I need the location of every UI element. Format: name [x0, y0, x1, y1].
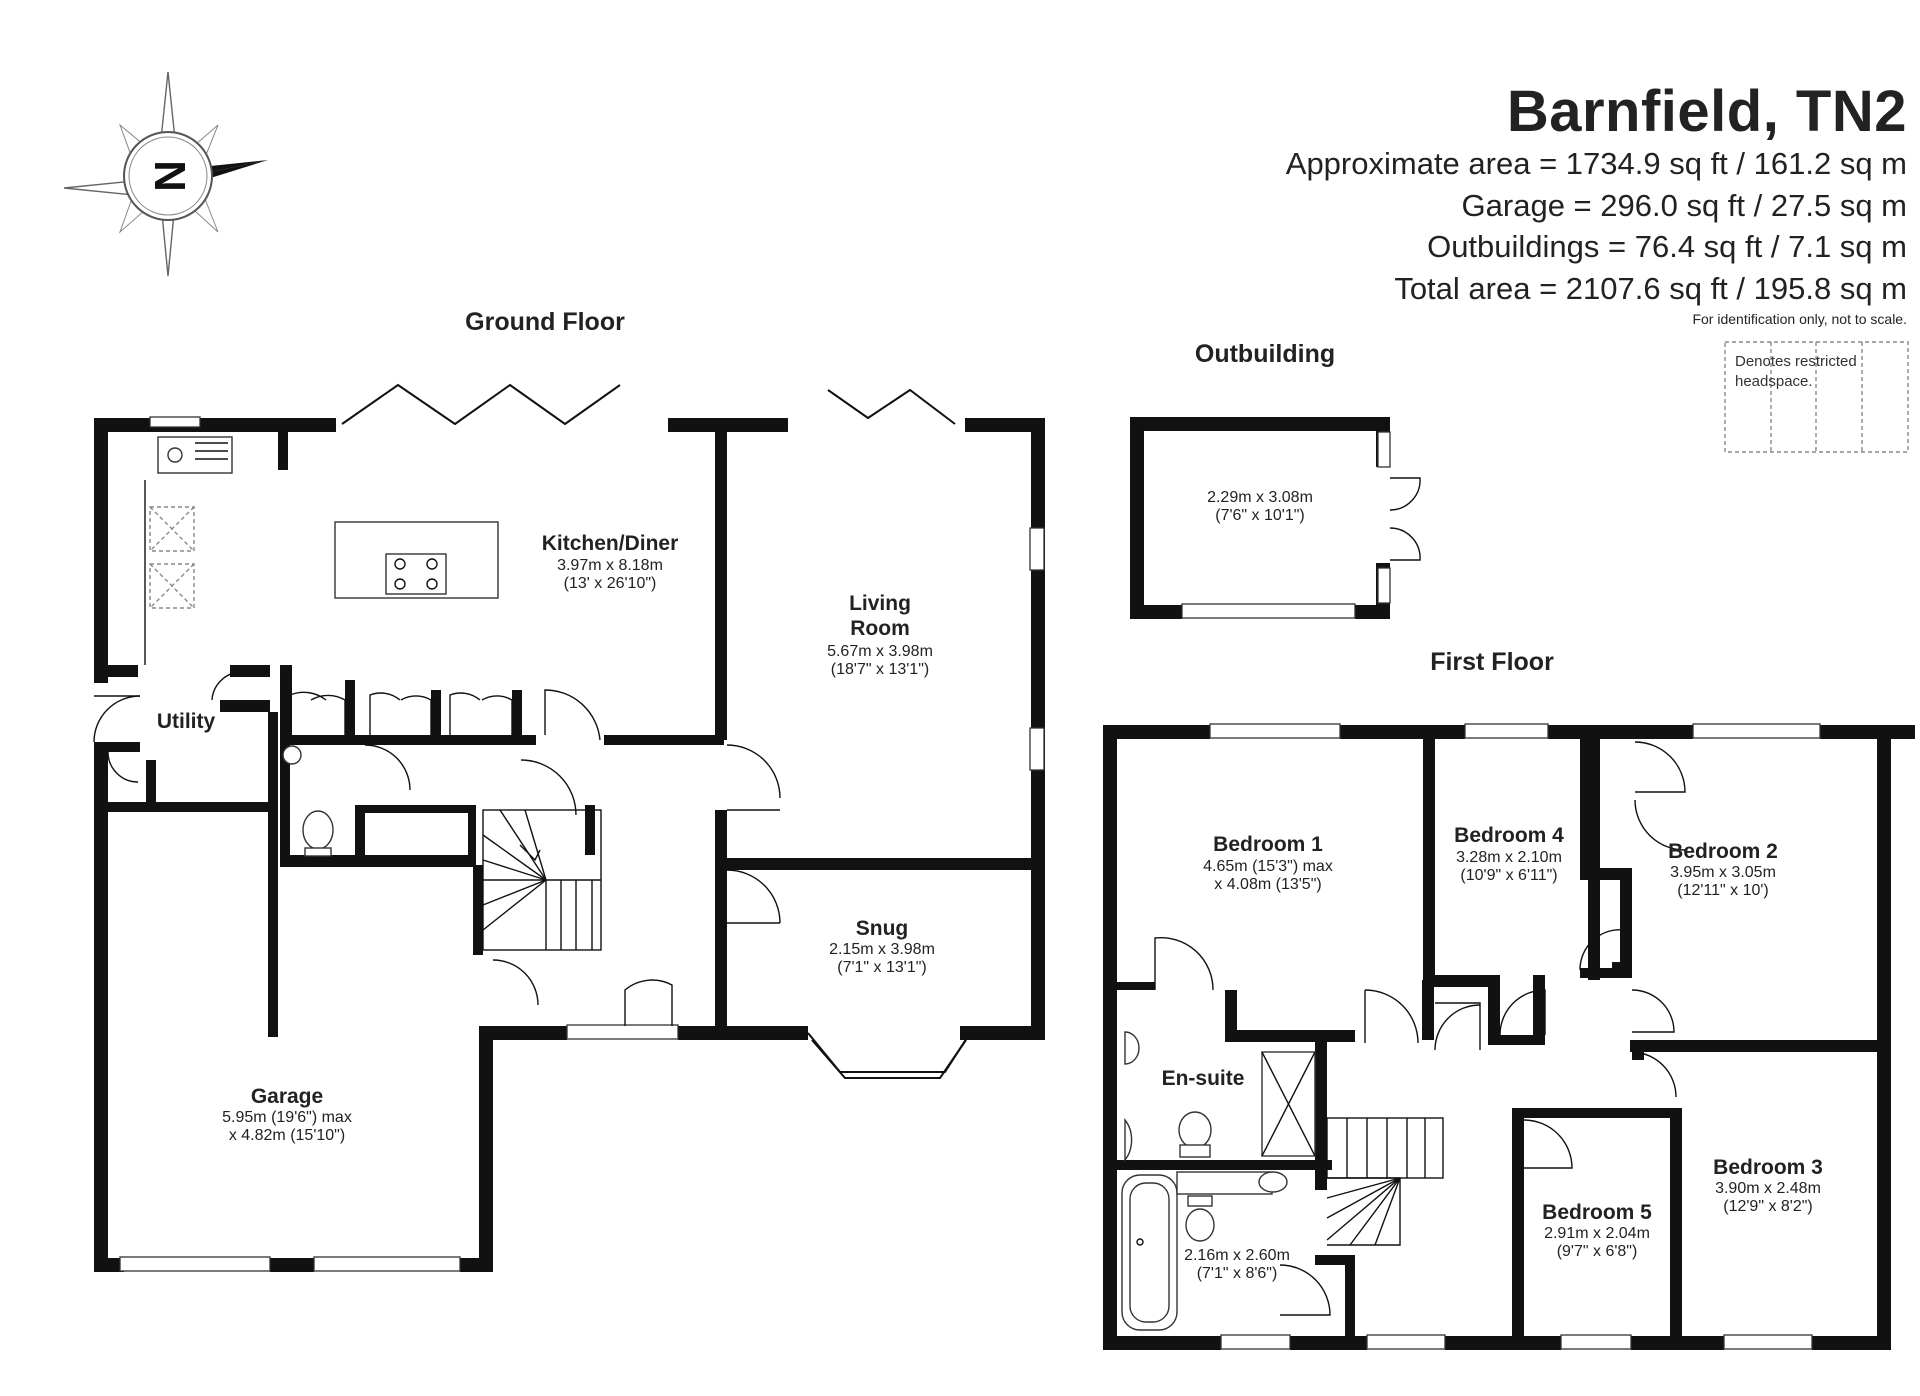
property-title: Barnfield, TN2	[1506, 79, 1907, 144]
bedroom4-dim1: 3.28m x 2.10m	[1456, 849, 1562, 866]
ground-floor-label: Ground Floor	[465, 308, 625, 336]
legend-text-line1: Denotes restricted	[1735, 353, 1857, 370]
bathroom-dim1: 2.16m x 2.60m	[1184, 1247, 1290, 1264]
garage-name: Garage	[251, 1085, 323, 1108]
bedroom4-dim2: (10'9" x 6'11")	[1460, 867, 1557, 884]
utility-name: Utility	[157, 710, 216, 733]
bedroom2-dim1: 3.95m x 3.05m	[1670, 864, 1776, 881]
bedroom2-dim2: (12'11" x 10')	[1677, 882, 1769, 899]
bedroom5-dim1: 2.91m x 2.04m	[1544, 1225, 1650, 1242]
outbuilding-plan	[1130, 417, 1421, 619]
outbuilding-label: Outbuilding	[1195, 340, 1335, 368]
outbuilding-dim1: 2.29m x 3.08m	[1207, 489, 1313, 506]
kitchen-dim1: 3.97m x 8.18m	[557, 557, 663, 574]
living-name2: Room	[850, 617, 910, 640]
living-name1: Living	[849, 592, 911, 615]
bedroom3-dim1: 3.90m x 2.48m	[1715, 1180, 1821, 1197]
scale-note: For identification only, not to scale.	[1692, 311, 1907, 327]
snug-dim1: 2.15m x 3.98m	[829, 941, 935, 958]
bedroom3-name: Bedroom 3	[1713, 1156, 1823, 1179]
garage-dim2: x 4.82m (15'10")	[229, 1127, 345, 1144]
bedroom1-name: Bedroom 1	[1213, 833, 1323, 856]
ground-floor-plan	[93, 383, 1045, 1272]
compass-north-label: N	[146, 160, 195, 192]
living-dim2: (18'7" x 13'1")	[831, 661, 929, 678]
garage-area: Garage = 296.0 sq ft / 27.5 sq m	[1461, 188, 1907, 223]
outbuildings-area: Outbuildings = 76.4 sq ft / 7.1 sq m	[1427, 229, 1907, 264]
bathroom-dim2: (7'1" x 8'6")	[1197, 1265, 1278, 1282]
living-dim1: 5.67m x 3.98m	[827, 643, 933, 660]
kitchen-dim2: (13' x 26'10")	[564, 575, 657, 592]
kitchen-name: Kitchen/Diner	[542, 532, 679, 555]
first-floor-plan	[1103, 723, 1915, 1350]
outbuilding-dim2: (7'6" x 10'1")	[1215, 507, 1305, 524]
bedroom1-dim2: x 4.08m (13'5")	[1214, 876, 1321, 893]
ensuite-name: En-suite	[1162, 1067, 1245, 1090]
bedroom5-name: Bedroom 5	[1542, 1201, 1652, 1224]
compass-rose: N	[63, 71, 268, 277]
bedroom4-name: Bedroom 4	[1454, 824, 1564, 847]
approximate-area: Approximate area = 1734.9 sq ft / 161.2 …	[1285, 146, 1907, 181]
snug-name: Snug	[856, 917, 909, 940]
bedroom3-dim2: (12'9" x 8'2")	[1723, 1198, 1813, 1215]
snug-dim2: (7'1" x 13'1")	[837, 959, 927, 976]
garage-dim1: 5.95m (19'6") max	[222, 1109, 352, 1126]
bedroom5-dim2: (9'7" x 6'8")	[1557, 1243, 1638, 1260]
legend-text-line2: headspace.	[1735, 373, 1813, 390]
bedroom2-name: Bedroom 2	[1668, 840, 1778, 863]
bedroom1-dim1: 4.65m (15'3") max	[1203, 858, 1333, 875]
total-area: Total area = 2107.6 sq ft / 195.8 sq m	[1394, 271, 1907, 306]
restricted-headspace-legend: Denotes restricted headspace.	[1724, 341, 1909, 453]
first-floor-label: First Floor	[1430, 648, 1554, 676]
